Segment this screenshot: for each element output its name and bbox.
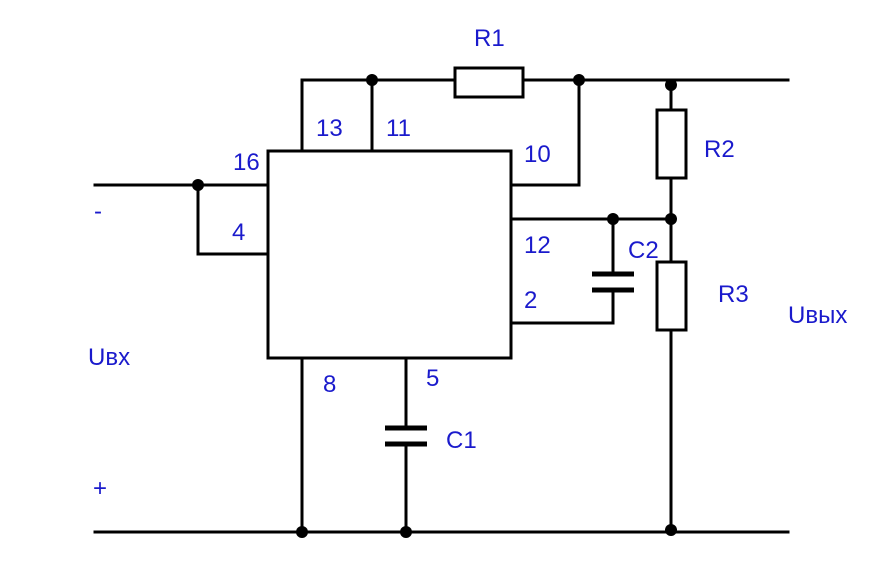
label-r2: R2 [704,136,735,163]
pin-label-16: 16 [233,149,260,176]
pin-label-5: 5 [426,365,439,392]
resistor-r3 [655,260,688,332]
resistor-r1 [453,66,525,99]
output-voltage-label: Uвых [788,302,847,329]
junction-dot [607,213,619,225]
junction-dot [665,524,677,536]
junction-dot [192,179,204,191]
pin-label-4: 4 [232,219,245,246]
pin-label-13: 13 [316,115,343,142]
label-r3: R3 [718,281,749,308]
pin-label-10: 10 [524,141,551,168]
label-c1: C1 [446,427,477,454]
wire-c2-bottom [509,288,615,325]
capacitor-c2 [592,271,634,293]
junction-dot [573,74,585,86]
pin-label-2: 2 [524,287,537,314]
junction-dot [665,79,677,91]
plus-terminal-label: + [93,475,107,502]
wire-pin10 [509,78,581,187]
wire-pin13-up [300,78,457,153]
pin-label-12: 12 [524,232,551,259]
ic-body [266,149,513,360]
junction-dot [366,74,378,86]
wire-pin4 [196,183,270,256]
input-voltage-label: Uвх [88,344,130,371]
junction-dot [400,526,412,538]
junction-dot [665,213,677,225]
resistor-r2 [655,108,688,180]
junction-dot [296,526,308,538]
junctions [192,74,677,538]
minus-terminal-label: - [94,198,102,225]
wires [93,78,790,534]
capacitor-c1 [385,425,427,447]
label-c2: C2 [628,237,659,264]
pin-label-11: 11 [386,115,411,142]
pin-label-8: 8 [323,371,336,398]
label-r1: R1 [474,25,505,52]
